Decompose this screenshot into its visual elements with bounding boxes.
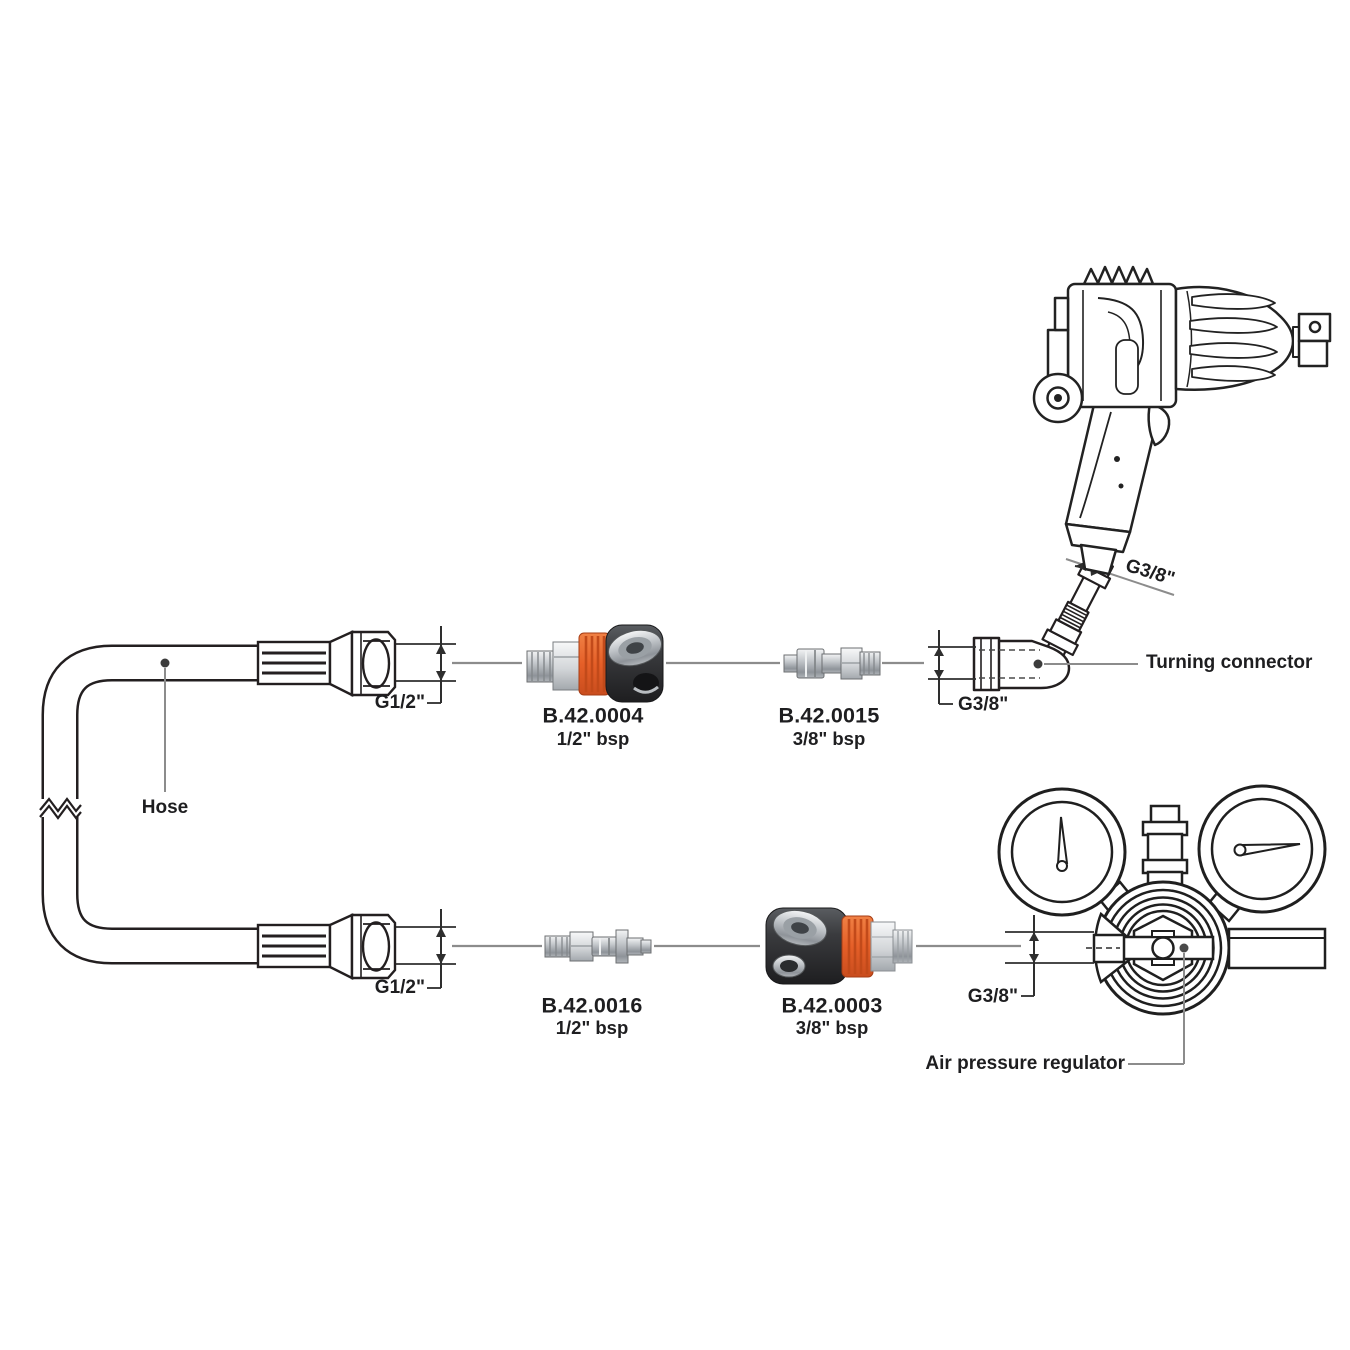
impact-wrench <box>1032 265 1332 576</box>
gauge-left <box>997 787 1127 917</box>
part-code-b42-0016: B.42.0016 <box>541 993 643 1018</box>
dimension-hose-bottom <box>396 909 456 989</box>
regulator-outlet <box>1227 927 1327 970</box>
plug-b42-0016 <box>544 929 652 964</box>
gauge-right <box>1197 784 1327 914</box>
cooling-fins <box>1082 265 1155 286</box>
turning-connector-leader-dot <box>1033 659 1043 669</box>
plug-b42-0015 <box>783 647 881 680</box>
regulator-inlet-thread-label: G3/8" <box>967 986 1018 1007</box>
hose-break-mark <box>39 804 82 820</box>
dimension-hose-top <box>396 626 456 704</box>
elbow-thread-label: G3/8" <box>958 694 1009 715</box>
part-code-b42-0015: B.42.0015 <box>778 703 880 728</box>
hose-thread-label-top: G1/2" <box>374 692 425 713</box>
hose-leader-dot <box>160 658 170 668</box>
hose <box>36 644 262 965</box>
air-pressure-regulator <box>997 784 1327 1016</box>
regulator-top-fitting <box>1141 804 1189 888</box>
turning-connector-label: Turning connector <box>1146 652 1313 673</box>
coupler-b42-0003 <box>765 907 913 985</box>
part-size-b42-0015: 3/8" bsp <box>792 728 866 749</box>
hose-fitting-top <box>256 630 397 697</box>
part-size-b42-0003: 3/8" bsp <box>795 1017 869 1038</box>
part-code-b42-0003: B.42.0003 <box>781 993 883 1018</box>
regulator-leader-dot <box>1179 943 1189 953</box>
square-drive <box>1297 312 1332 343</box>
coupler-b42-0004 <box>526 624 664 703</box>
air-pressure-regulator-label: Air pressure regulator <box>925 1053 1125 1074</box>
part-code-b42-0004: B.42.0004 <box>542 703 644 728</box>
connection-lines <box>452 661 1021 948</box>
hose-break-mark <box>39 797 82 813</box>
dimension-elbow <box>928 630 976 705</box>
hose-thread-label-bottom: G1/2" <box>374 977 425 998</box>
trigger <box>1147 402 1171 447</box>
turning-connector-elbow <box>972 636 1071 692</box>
part-size-b42-0004: 1/2" bsp <box>556 728 630 749</box>
part-size-b42-0016: 1/2" bsp <box>555 1017 629 1038</box>
hose-fitting-bottom <box>256 913 397 980</box>
hose-label: Hose <box>141 797 189 818</box>
dimension-regulator-inlet <box>1005 915 1094 997</box>
